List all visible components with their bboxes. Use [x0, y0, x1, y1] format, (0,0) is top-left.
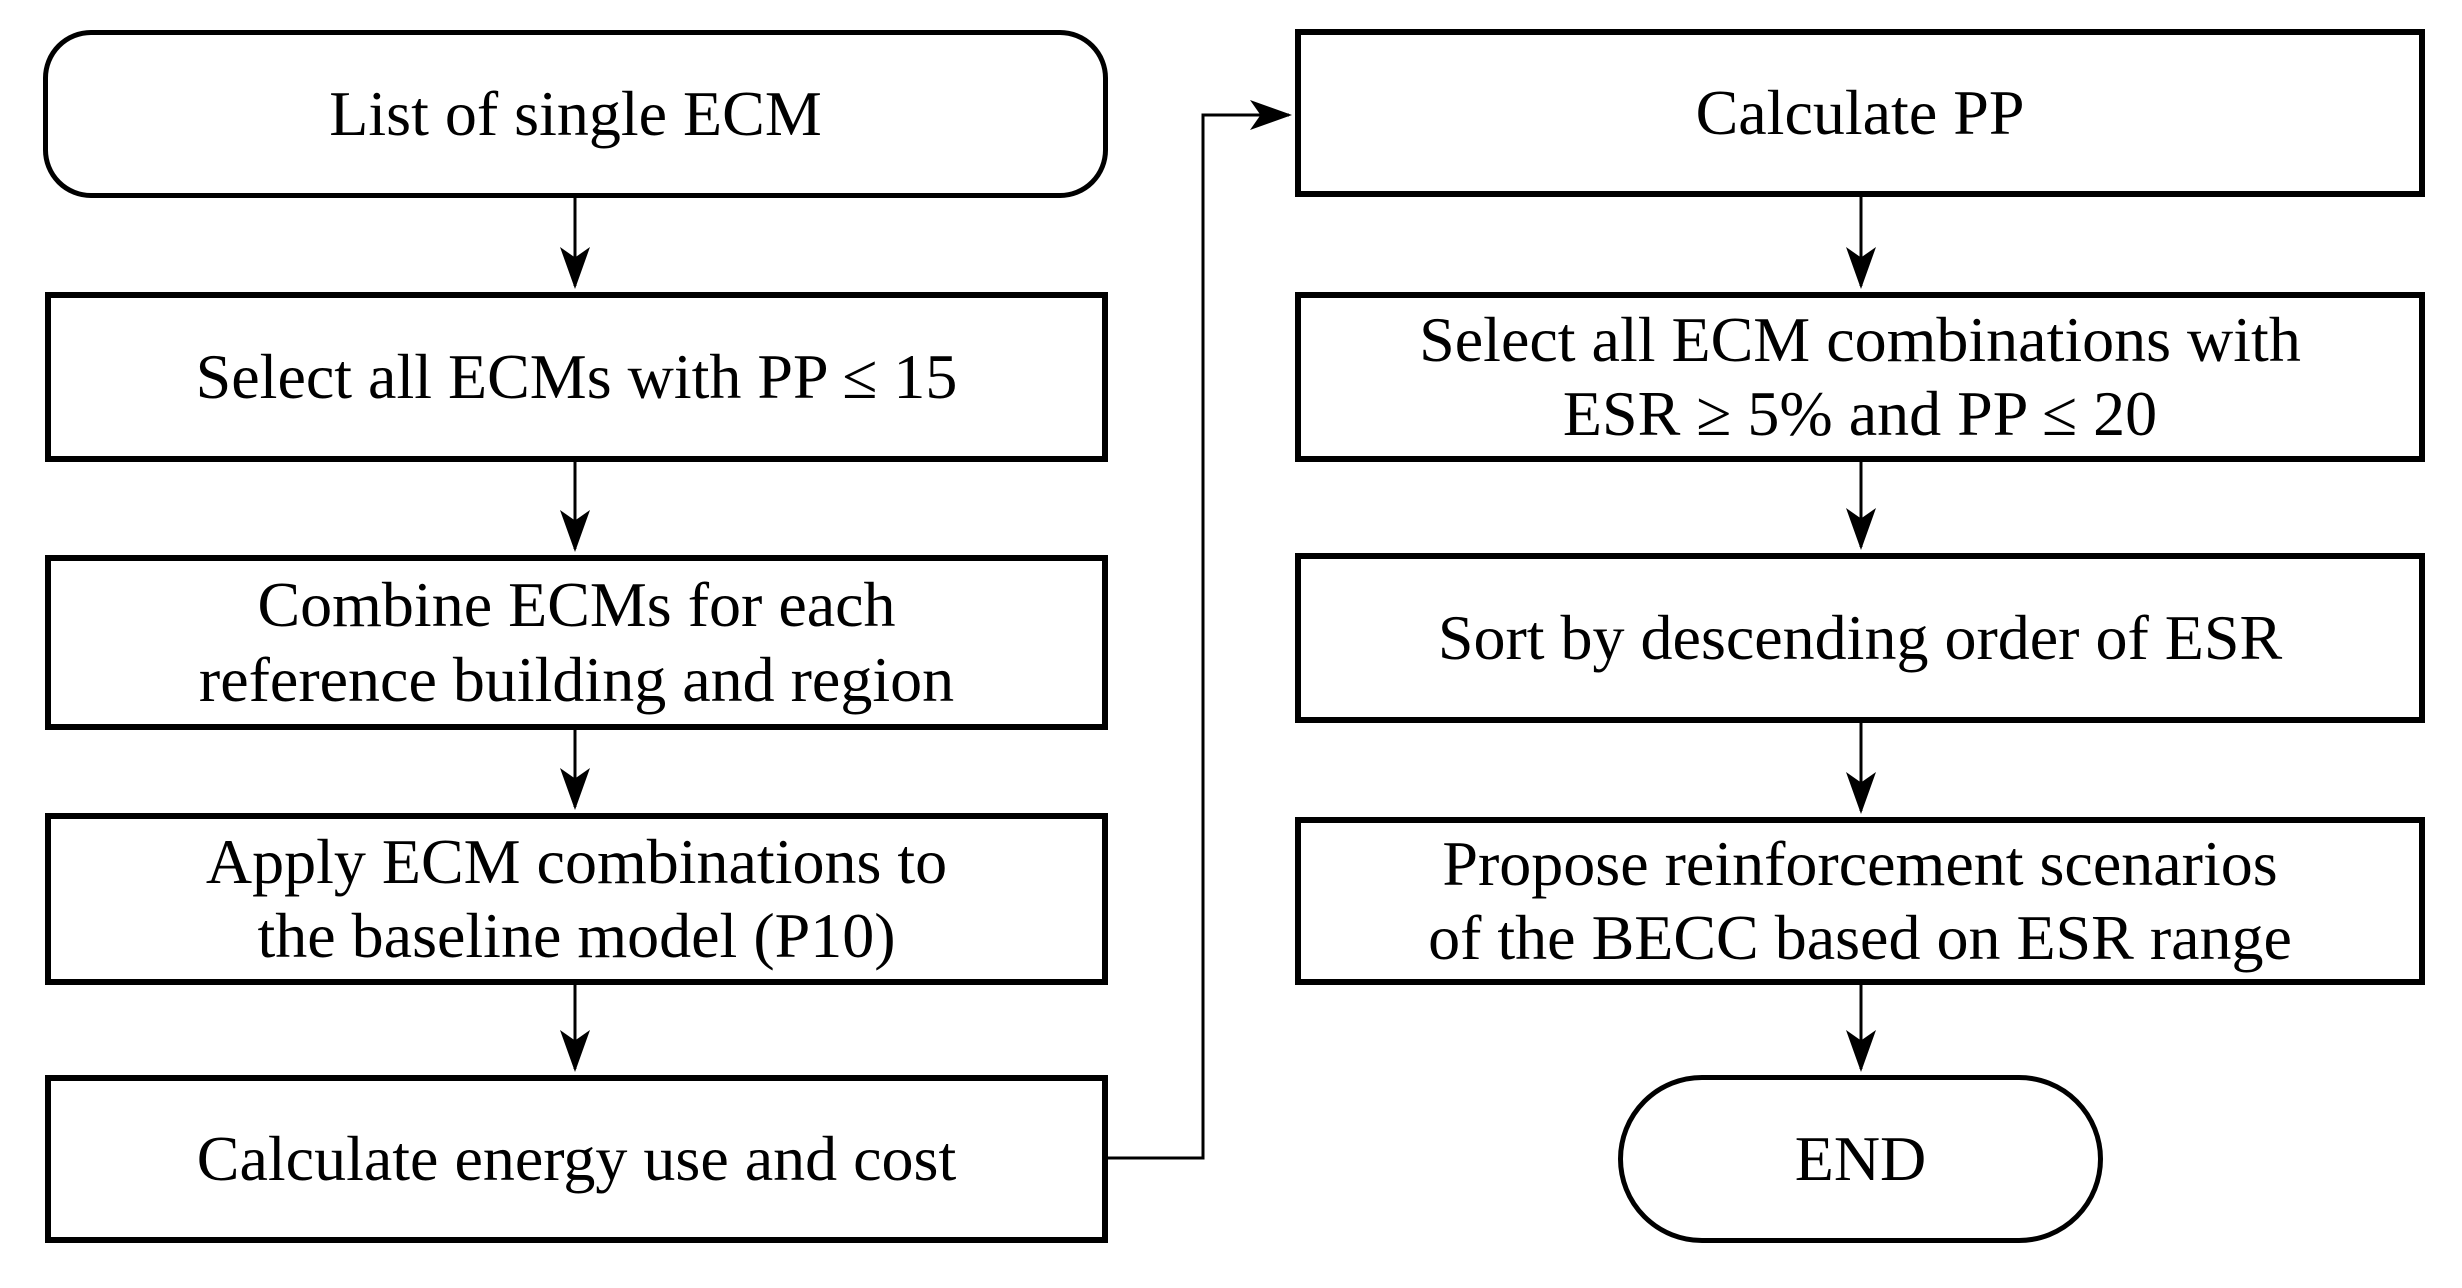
node-calculate-pp: Calculate PP — [1295, 29, 2425, 197]
node-label: List of single ECM — [329, 77, 822, 149]
node-label: Select all ECM combinations with ESR ≥ 5… — [1419, 303, 2301, 449]
node-label: Calculate energy use and cost — [196, 1122, 957, 1194]
node-list-of-single-ecm: List of single ECM — [43, 30, 1108, 198]
node-select-ecm-combinations: Select all ECM combinations with ESR ≥ 5… — [1295, 292, 2425, 462]
node-calculate-energy-use-and-cost: Calculate energy use and cost — [45, 1075, 1108, 1243]
connector-energy-to-calcpp — [1108, 100, 1292, 1160]
node-label: END — [1794, 1122, 1927, 1194]
node-sort-by-esr: Sort by descending order of ESR — [1295, 553, 2425, 723]
node-label: Apply ECM combinations to the baseline m… — [205, 825, 948, 971]
node-label: Combine ECMs for each reference building… — [198, 569, 955, 715]
node-label: Calculate PP — [1695, 76, 2025, 148]
node-propose-reinforcement-scenarios: Propose reinforcement scenarios of the B… — [1295, 817, 2425, 985]
node-end: END — [1618, 1075, 2103, 1243]
node-combine-ecms: Combine ECMs for each reference building… — [45, 555, 1108, 730]
node-label: Sort by descending order of ESR — [1437, 601, 2283, 673]
node-apply-ecm-combinations: Apply ECM combinations to the baseline m… — [45, 813, 1108, 985]
node-select-all-ecms: Select all ECMs with PP ≤ 15 — [45, 292, 1108, 462]
node-label: Select all ECMs with PP ≤ 15 — [195, 340, 958, 412]
node-label: Propose reinforcement scenarios of the B… — [1428, 827, 2292, 973]
